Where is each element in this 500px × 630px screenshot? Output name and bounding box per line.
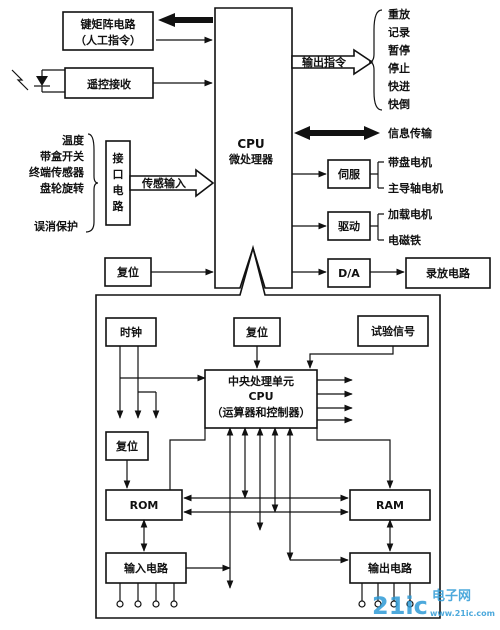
drive-branch: [370, 213, 384, 241]
watermark-logo: 21ic 电子网 www.21ic.com: [372, 588, 495, 620]
keyboard-matrix-box: [62, 11, 154, 51]
ram-label: RAM: [376, 499, 404, 512]
servo-item-reel-motor: 带盘电机: [388, 155, 432, 169]
sensor-end: 终端传感器: [29, 165, 85, 179]
svg-text:www.21ic.com: www.21ic.com: [430, 609, 495, 618]
output-command-label: 输出指令: [302, 55, 347, 69]
test-to-cpu-unit: [306, 346, 394, 369]
sensor-reel-rotation: 盘轮旋转: [40, 181, 84, 195]
drive-item-load-motor: 加载电机: [387, 207, 432, 221]
da-label: D/A: [338, 267, 360, 280]
cpu-unit-sub: （运算器和控制器）: [212, 405, 311, 419]
cpu-box: [214, 7, 293, 289]
drive-item-solenoid: 电磁铁: [388, 233, 421, 247]
output-item-stop: 停止: [388, 61, 410, 75]
keyboard-matrix-sub: （人工指令）: [75, 33, 141, 47]
detail-reset-left-box: [105, 431, 149, 461]
sensor-erase-protect: 误消保护: [34, 219, 78, 233]
output-item-pause: 暂停: [388, 43, 410, 57]
output-item-replay: 重放: [388, 7, 411, 21]
ir-receiver-icon: [11, 69, 65, 93]
keyboard-matrix-label: 键矩阵电路: [80, 17, 137, 31]
remote-receive-box: [64, 67, 154, 99]
detail-reset-top-box: [233, 317, 281, 347]
output-circuit-box: [349, 552, 431, 584]
servo-box: [327, 159, 371, 189]
da-box: [327, 258, 371, 288]
record-circuit-label: 录放电路: [426, 266, 471, 280]
test-signal-box: [357, 315, 429, 347]
cpu-unit-title: 中央处理单元: [228, 374, 294, 388]
output-item-record: 记录: [388, 26, 410, 39]
info-transfer-label: 信息传输: [388, 126, 433, 140]
detail-reset-left-label: 复位: [115, 439, 138, 453]
svg-text:电子网: 电子网: [432, 588, 471, 604]
output-items-brace: [368, 9, 383, 111]
record-circuit-box: [405, 257, 491, 289]
output-terminals: [358, 583, 414, 608]
output-command-arrow: [291, 48, 374, 76]
reset-label: 复位: [116, 265, 139, 279]
remote-receive-label: 遥控接收: [87, 77, 131, 91]
clock-label: 时钟: [120, 325, 142, 339]
servo-branch: [370, 161, 384, 189]
svg-text:电: 电: [113, 183, 124, 197]
sensor-cassette-switch: 带盒开关: [40, 149, 84, 163]
cpu-to-rom-ctrl: [169, 428, 206, 490]
drive-label: 驱动: [338, 219, 360, 233]
input-terminals: [116, 583, 178, 608]
rom-box: [105, 489, 183, 521]
interface-circuit-label: 接 口 电 路: [113, 151, 125, 213]
info-transfer-arrow: [294, 126, 380, 140]
cpu-unit-cpu: CPU: [248, 390, 273, 403]
input-circuit-label: 输入电路: [124, 561, 169, 575]
output-item-rewind: 快倒: [387, 97, 410, 111]
clock-box: [105, 317, 157, 347]
svg-text:接: 接: [113, 151, 124, 165]
servo-item-capstan-motor: 主导轴电机: [388, 181, 443, 195]
rom-label: ROM: [130, 499, 159, 512]
detail-reset-top-label: 复位: [245, 325, 268, 339]
cpu-label: CPU: [237, 137, 264, 151]
input-circuit-box: [105, 552, 187, 584]
drive-box: [327, 211, 371, 241]
detail-panel-box: [95, 244, 441, 619]
test-signal-label: 试验信号: [371, 324, 415, 338]
output-item-ffwd: 快进: [387, 79, 410, 93]
sensor-temperature: 温度: [62, 133, 85, 147]
svg-text:21ic: 21ic: [372, 592, 428, 620]
svg-text:路: 路: [113, 199, 125, 213]
sensor-input-label: 传感输入: [141, 176, 186, 190]
cpu-sub-label: 微处理器: [228, 152, 274, 166]
output-circuit-label: 输出电路: [368, 561, 413, 575]
bus-lines: [183, 427, 349, 589]
sensor-input-arrow: [129, 168, 215, 198]
cpu-to-ram-ctrl: [316, 428, 394, 489]
bus-arrow-cpu-to-keyboard: [158, 13, 213, 27]
svg-text:口: 口: [113, 168, 124, 181]
sensor-brace: [85, 133, 99, 233]
servo-label: 伺服: [337, 167, 361, 181]
